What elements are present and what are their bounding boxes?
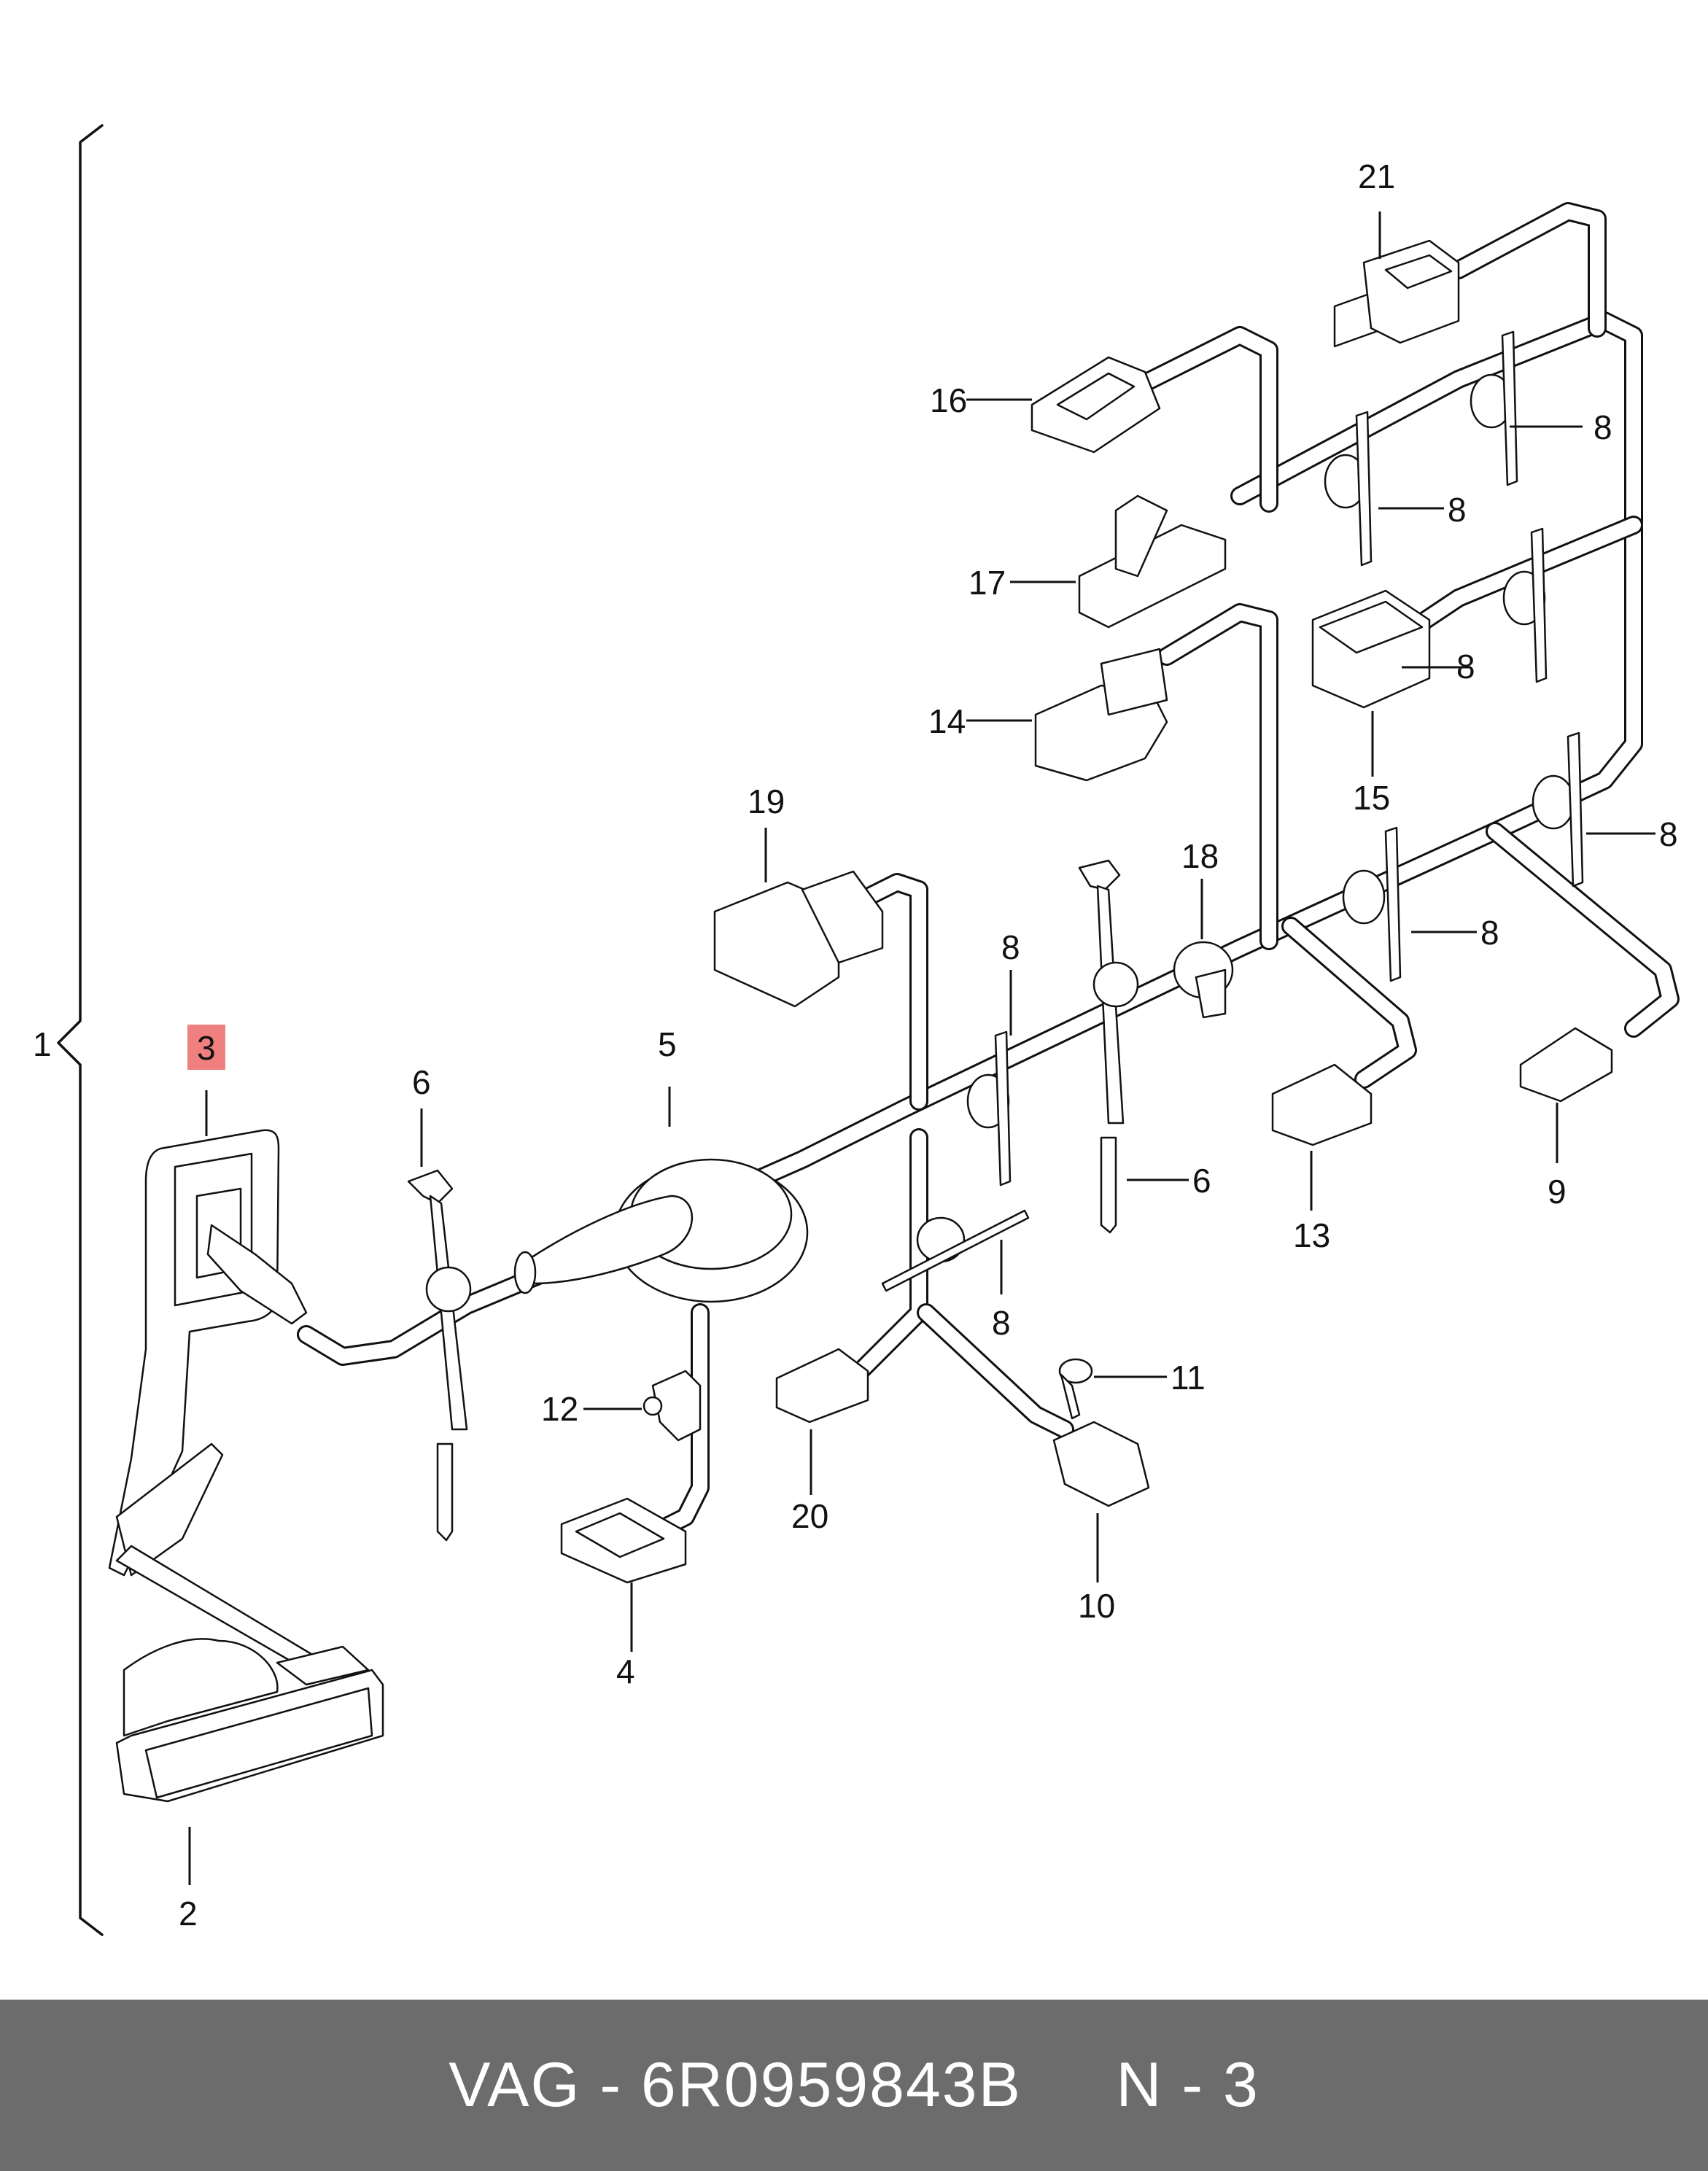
callout-6a: 6 xyxy=(412,1063,431,1101)
footer-bar: VAG - 6R0959843B N - 3 xyxy=(0,2000,1708,2171)
callout-11: 11 xyxy=(1171,1359,1206,1397)
callout-10: 10 xyxy=(1078,1587,1115,1625)
callout-8b: 8 xyxy=(1448,491,1467,529)
part-5-cover xyxy=(513,1158,809,1303)
callout-18: 18 xyxy=(1181,837,1219,875)
callout-numbers: 21 16 8 8 17 8 14 15 8 19 18 8 8 1 5 3 6… xyxy=(33,158,1678,1933)
harness-wires xyxy=(297,202,1680,1541)
callout-13: 13 xyxy=(1293,1216,1330,1254)
callout-17: 17 xyxy=(968,564,1006,602)
callout-8c: 8 xyxy=(1456,648,1475,686)
callout-8g: 8 xyxy=(992,1304,1011,1342)
callout-8d: 8 xyxy=(1659,815,1678,853)
part-3-boot xyxy=(108,1129,384,1803)
assembly-bracket xyxy=(57,124,104,1936)
callout-6b: 6 xyxy=(1192,1162,1211,1200)
callout-15: 15 xyxy=(1353,779,1390,817)
callout-5: 5 xyxy=(658,1025,677,1063)
callout-12: 12 xyxy=(541,1390,578,1428)
callout-9: 9 xyxy=(1548,1173,1567,1211)
callout-8f: 8 xyxy=(1001,928,1020,966)
part-18-grommet xyxy=(1173,941,1234,1019)
callout-3: 3 xyxy=(197,1029,216,1067)
callout-8a: 8 xyxy=(1594,408,1612,446)
callout-14: 14 xyxy=(928,702,966,740)
highlight-box-3 xyxy=(187,1025,225,1070)
part-6-cable-ties xyxy=(407,859,1139,1542)
callout-19: 19 xyxy=(748,782,785,820)
callout-20: 20 xyxy=(791,1497,828,1535)
leader-lines xyxy=(188,211,1655,1885)
wiring-harness-diagram: 21 16 8 8 17 8 14 15 8 19 18 8 8 1 5 3 6… xyxy=(33,124,1680,1936)
part-8-clips xyxy=(881,330,1584,1292)
callout-4: 4 xyxy=(616,1652,635,1690)
callout-2: 2 xyxy=(179,1895,198,1933)
callout-16: 16 xyxy=(930,381,967,419)
connectors xyxy=(560,239,1613,1584)
callout-21: 21 xyxy=(1358,158,1395,195)
callout-1: 1 xyxy=(33,1025,52,1063)
footer-part-number: VAG - 6R0959843B N - 3 xyxy=(449,2050,1259,2120)
callout-8e: 8 xyxy=(1480,914,1499,952)
